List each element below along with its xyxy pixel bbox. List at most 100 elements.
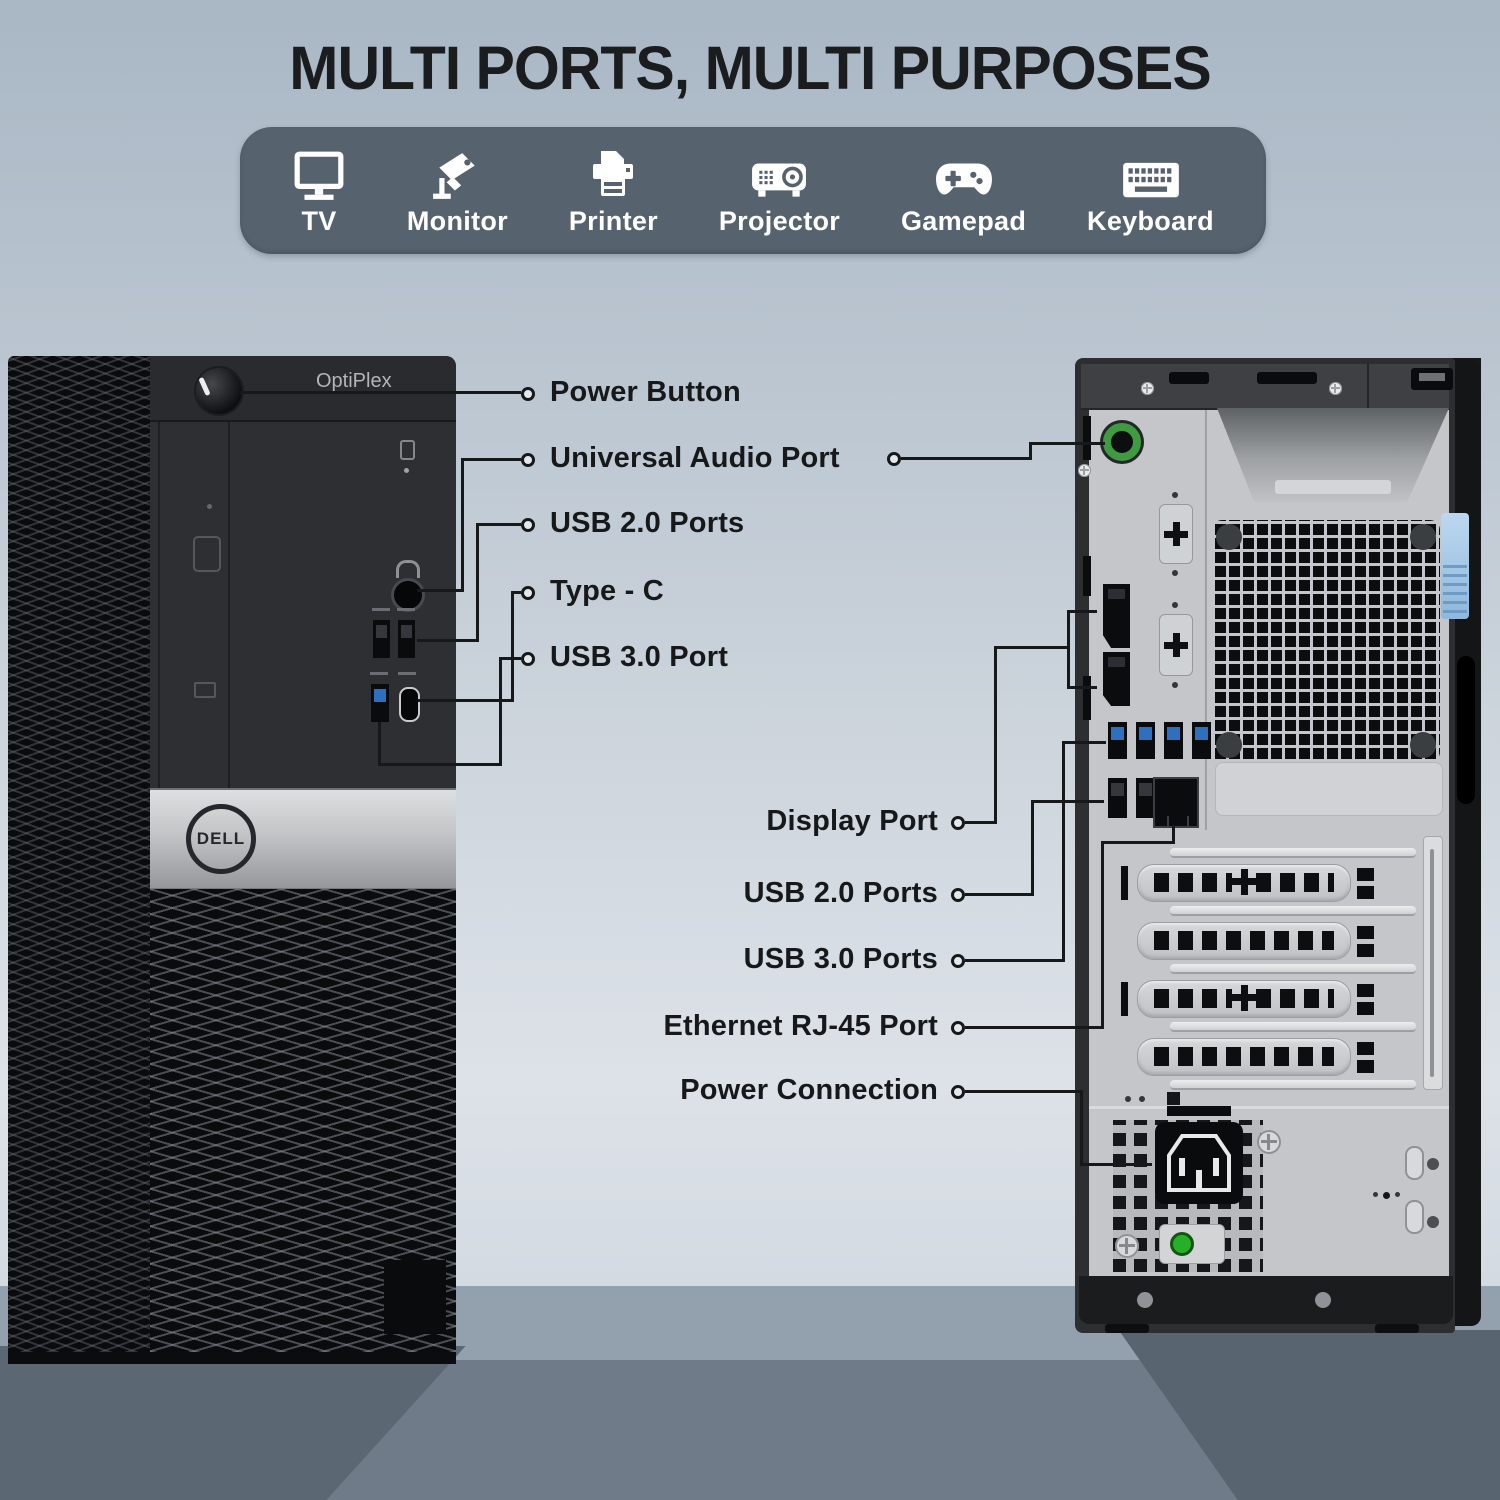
leader-line — [1080, 1090, 1083, 1166]
callout-marker — [521, 453, 535, 467]
fan-bolt — [1216, 732, 1242, 758]
rear-usb3-port-4 — [1192, 722, 1211, 759]
ac-pin — [1196, 1170, 1202, 1188]
leader-line — [461, 458, 464, 591]
rear-usb3-port-2 — [1136, 722, 1155, 759]
card-retainer — [1423, 836, 1443, 1090]
leader-line — [1067, 686, 1097, 689]
callout-marker — [951, 1021, 965, 1035]
callout-marker — [521, 387, 535, 401]
panel-dot — [1395, 1192, 1400, 1197]
callout-marker — [521, 518, 535, 532]
device-item-monitor: Monitor — [407, 144, 508, 237]
frame-slot — [1083, 556, 1091, 596]
slot-tick — [1121, 982, 1128, 1016]
leader-line — [1029, 442, 1032, 460]
front-badge-plate — [384, 1260, 446, 1334]
slot-separator — [1170, 964, 1416, 974]
callout-marker — [951, 1085, 965, 1099]
front-tower-base — [8, 1352, 456, 1364]
device-item-label: TV — [301, 206, 337, 236]
rail-screw — [1137, 1292, 1153, 1308]
screw — [1329, 382, 1342, 395]
optical-drive-icon — [194, 682, 216, 698]
security-camera-icon — [429, 144, 485, 202]
callout-front-usb2-ports: USB 2.0 Ports — [550, 507, 745, 539]
device-item-label: Monitor — [406, 206, 508, 236]
rail-screw — [1315, 1292, 1331, 1308]
callout-power-button: Power Button — [550, 376, 741, 408]
leader-line — [476, 523, 521, 526]
rear-side-strip — [1453, 360, 1481, 1326]
slot-stub — [1357, 868, 1374, 881]
band-divider — [1367, 364, 1369, 408]
callout-rear-usb2-ports: USB 2.0 Ports — [743, 877, 938, 909]
usb-ss-mark — [370, 672, 388, 675]
thumbscrew-hole — [1427, 1158, 1439, 1170]
power-button[interactable] — [196, 368, 242, 414]
rear-bottom-rail — [1079, 1276, 1453, 1324]
front-tower-shadow — [0, 1346, 466, 1500]
rear-usb3-port-3 — [1164, 722, 1183, 759]
frame-slot — [1083, 416, 1091, 460]
slot-stub — [1357, 886, 1374, 899]
hdd-activity-icon — [400, 440, 415, 460]
fan-bolt — [1410, 524, 1436, 550]
leader-line — [461, 458, 521, 461]
device-item-label: Keyboard — [1087, 206, 1214, 236]
rear-audio-port — [1103, 423, 1141, 461]
psu-notch — [1167, 1106, 1231, 1116]
frame-slot — [1083, 676, 1091, 720]
ac-power-inlet — [1155, 1122, 1243, 1204]
leader-line — [901, 457, 1032, 460]
slot-stub — [1357, 926, 1374, 939]
foot — [1105, 1324, 1149, 1333]
panel-dot — [1125, 1096, 1131, 1102]
front-usbc-port — [399, 687, 420, 722]
slot-tick — [1121, 866, 1128, 900]
leader-line — [378, 722, 381, 766]
rear-top-band — [1081, 364, 1453, 410]
model-label: OptiPlex — [316, 370, 392, 392]
front-tower-side-mesh — [8, 356, 150, 1364]
leader-line — [240, 391, 521, 394]
expansion-slot-2 — [1137, 922, 1351, 960]
power-button-highlight — [198, 376, 211, 397]
dell-logo: DELL — [186, 804, 256, 874]
antenna-knockout — [1159, 614, 1193, 676]
thumbscrew-hole — [1427, 1216, 1439, 1228]
drive-bay-line — [158, 422, 160, 788]
front-usb2-port-1 — [373, 620, 390, 658]
knockout-dot — [1172, 570, 1178, 576]
psu-status-led — [1170, 1232, 1194, 1256]
front-usb3-port — [371, 684, 389, 722]
device-item-label: Printer — [568, 206, 658, 236]
rear-handle-recess[interactable] — [1217, 408, 1449, 502]
slot-stub — [1357, 1042, 1374, 1055]
leader-line — [1062, 741, 1065, 962]
callout-display-port: Display Port — [766, 805, 938, 837]
release-latch[interactable] — [1441, 513, 1469, 619]
displayport-2 — [1103, 652, 1130, 706]
io-divider — [1205, 410, 1207, 830]
psu-led-block — [1159, 1224, 1225, 1264]
slot-stub — [1357, 984, 1374, 997]
shadow-layer — [0, 1286, 1500, 1500]
silver-band: DELL — [150, 788, 456, 891]
screw — [1078, 464, 1091, 477]
rear-usb2-port-2 — [1136, 778, 1155, 818]
drive-eject-button[interactable] — [193, 536, 221, 572]
fan-bolt — [1410, 732, 1436, 758]
rear-tower — [1075, 358, 1481, 1333]
rear-tower-shadow — [1118, 1330, 1500, 1500]
leader-line — [378, 763, 502, 766]
ethernet-notch — [1167, 816, 1189, 828]
knockout-dot — [1172, 602, 1178, 608]
slot-separator — [1170, 848, 1416, 858]
callout-marker — [951, 816, 965, 830]
leader-line — [965, 1026, 1104, 1029]
card-retainer-groove — [1430, 849, 1434, 1077]
leader-line — [965, 1090, 1083, 1093]
antenna-knockout — [1159, 504, 1193, 564]
leader-line — [1067, 610, 1070, 689]
